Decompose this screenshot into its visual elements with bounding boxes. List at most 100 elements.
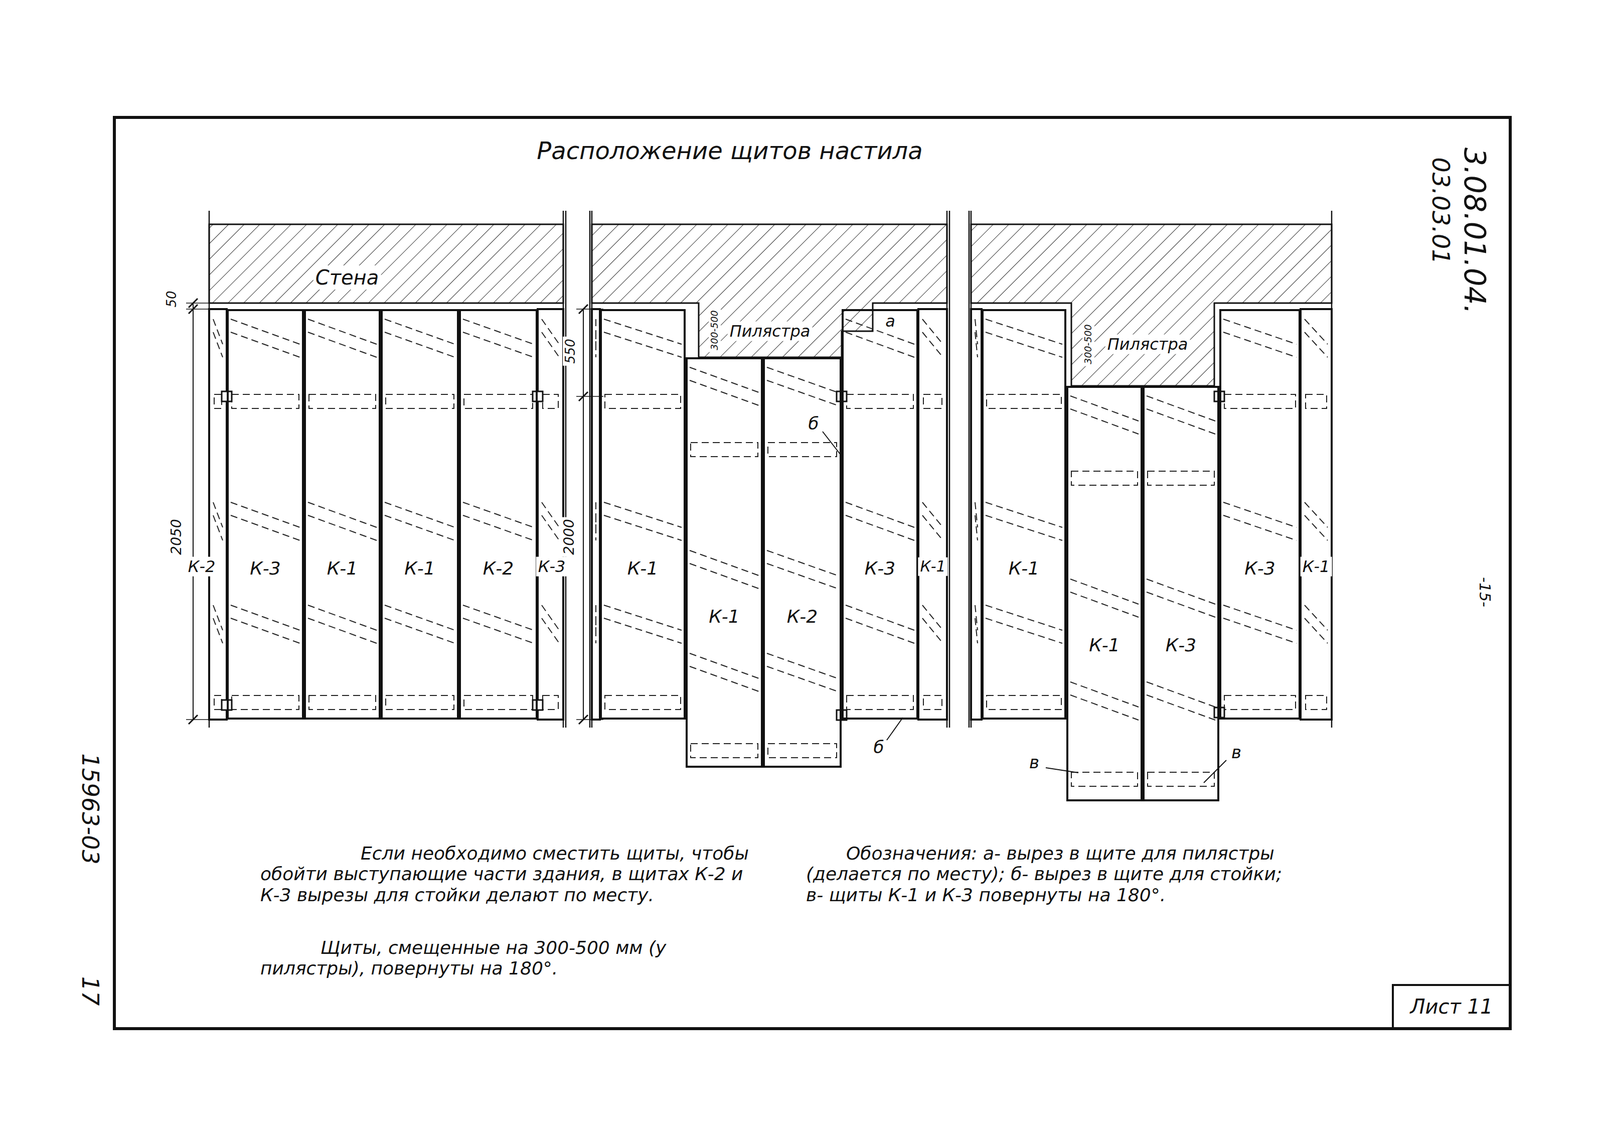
panel-mark: К-3 xyxy=(1241,557,1278,580)
board-dashed xyxy=(603,318,682,345)
leader-line xyxy=(822,431,841,454)
board-dashed xyxy=(922,318,943,345)
board-dashed xyxy=(1146,591,1216,617)
document-code: 03.03.01 xyxy=(1425,154,1455,267)
board-dashed xyxy=(922,617,943,644)
board-dashed xyxy=(1070,395,1139,421)
board-dashed xyxy=(230,332,300,358)
page-number: -15- xyxy=(1475,574,1495,609)
leader-line xyxy=(1045,767,1079,773)
board-dashed xyxy=(462,515,534,541)
sheet-number-box xyxy=(1392,984,1511,1029)
panel-mark: К-3 xyxy=(1163,633,1199,657)
board-dashed xyxy=(307,332,377,358)
board-dashed xyxy=(985,515,1063,541)
panel-edge xyxy=(209,308,227,720)
crossbar-dashed xyxy=(690,743,758,758)
archive-number: 15963-03 xyxy=(76,750,105,866)
board-dashed xyxy=(384,332,455,358)
archive-number: 17 xyxy=(76,974,105,1008)
board-dashed xyxy=(985,502,1063,528)
panel-mark: К-1 xyxy=(401,557,438,580)
deck-panel: К-3 xyxy=(1142,385,1220,802)
board-dashed xyxy=(985,617,1063,644)
dimension: 2050 xyxy=(168,516,186,557)
panel-mark: К-3 xyxy=(862,557,898,580)
board-dashed xyxy=(230,502,300,528)
crossbar-dashed xyxy=(308,695,376,710)
board-dashed xyxy=(845,502,915,528)
dimension: 300-500 xyxy=(1082,322,1095,366)
board-dashed xyxy=(462,604,534,630)
legend-note: Обозначения: а- вырез в щите для пилястр… xyxy=(806,842,1288,905)
extension-line xyxy=(186,302,214,304)
crossbar-dashed xyxy=(923,695,942,710)
board-dashed xyxy=(230,617,300,644)
callout-letter: а xyxy=(883,311,898,332)
dimension-line xyxy=(582,308,584,720)
section-line xyxy=(968,210,971,728)
pilaster-label: Пилястра xyxy=(727,321,813,342)
board-dashed xyxy=(1146,408,1216,434)
board-dashed xyxy=(985,332,1063,358)
board-dashed xyxy=(689,380,759,406)
panel-mark: К-1 xyxy=(1300,556,1333,577)
extension-line xyxy=(186,308,214,310)
crossbar-dashed xyxy=(214,695,222,710)
board-dashed xyxy=(1070,578,1139,604)
board-dashed xyxy=(384,604,455,630)
wall-hatch xyxy=(209,224,564,303)
board-dashed xyxy=(462,318,534,345)
deck-panel: К-1 xyxy=(1066,385,1143,802)
crossbar-dashed xyxy=(923,394,942,409)
panel-mark: К-1 xyxy=(1006,557,1042,580)
board-dashed xyxy=(1223,502,1297,528)
board-dashed xyxy=(1304,318,1328,345)
board-dashed xyxy=(975,502,978,528)
board-dashed xyxy=(603,515,682,541)
board-dashed xyxy=(1304,332,1328,358)
crossbar-dashed xyxy=(1147,470,1215,486)
board-dashed xyxy=(595,617,597,644)
board-dashed xyxy=(541,318,560,345)
board-dashed xyxy=(595,318,597,345)
wall-hatch xyxy=(591,224,947,358)
board-dashed xyxy=(845,332,915,358)
deck-panel: К-3 xyxy=(841,308,919,720)
board-dashed xyxy=(307,515,377,541)
dimension: 550 xyxy=(562,336,579,366)
section-line xyxy=(565,210,567,728)
board-dashed xyxy=(307,604,377,630)
leader-line xyxy=(886,717,903,740)
extension-line xyxy=(576,395,604,397)
board-dashed xyxy=(603,502,682,528)
board-dashed xyxy=(975,617,978,644)
panel-mark: К-2 xyxy=(480,557,517,580)
deck-panel: К-1 xyxy=(599,308,686,720)
panel-mark: К-2 xyxy=(186,556,218,577)
board-dashed xyxy=(603,617,682,644)
board-dashed xyxy=(766,550,838,576)
board-dashed xyxy=(307,502,377,528)
section-line xyxy=(948,210,951,728)
panel-mark: К-1 xyxy=(706,605,742,628)
board-dashed xyxy=(766,380,838,406)
board-dashed xyxy=(1223,617,1297,644)
board-dashed xyxy=(766,666,838,692)
board-dashed xyxy=(1146,694,1216,720)
board-dashed xyxy=(1223,515,1297,541)
deck-panel: К-1 xyxy=(380,308,459,720)
board-dashed xyxy=(595,332,597,358)
board-dashed xyxy=(1146,681,1216,707)
deck-panel: К-3 xyxy=(226,308,304,720)
leader-line xyxy=(1203,759,1227,783)
crossbar-dashed xyxy=(214,394,222,409)
board-dashed xyxy=(975,604,978,630)
board-dashed xyxy=(603,604,682,630)
crossbar-dashed xyxy=(231,394,299,409)
board-dashed xyxy=(1070,681,1139,707)
dimension: 50 xyxy=(164,288,181,309)
drawing-title: Расположение щитов настила xyxy=(536,136,923,165)
board-dashed xyxy=(1223,604,1297,630)
board-dashed xyxy=(541,515,560,541)
